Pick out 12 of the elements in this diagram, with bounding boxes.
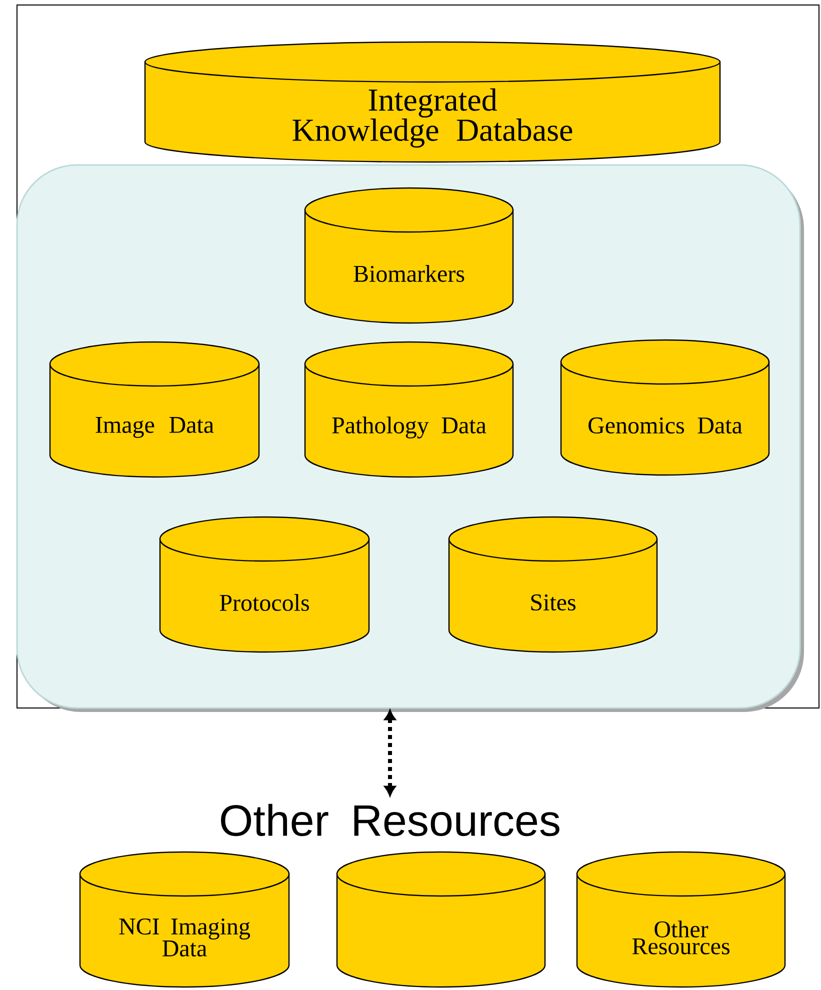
database-cylinder (336, 851, 546, 988)
heading-text: Other Resources (221, 804, 560, 836)
database-cylinder: Sites (448, 516, 658, 653)
database-cylinder: Genomics Data (560, 339, 770, 476)
database-cylinder: NCI Imaging Data (79, 851, 290, 988)
database-cylinder: Protocols (159, 516, 370, 653)
database-cylinder: Image Data (49, 341, 260, 478)
arrow (384, 710, 396, 796)
database-cylinder: Other Resources (576, 851, 786, 988)
database-cylinder: Pathology Data (304, 341, 514, 478)
database-cylinder: Integrated Knowledge Database (144, 41, 721, 163)
database-cylinder: Biomarkers (304, 187, 514, 324)
